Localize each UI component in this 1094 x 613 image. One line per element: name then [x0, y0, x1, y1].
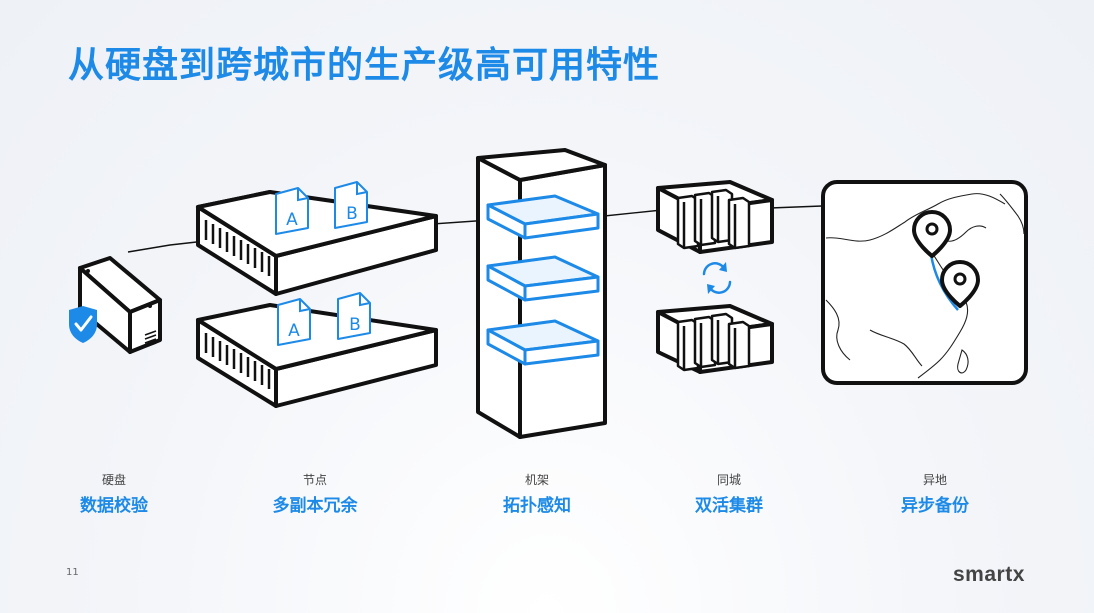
document-a-top-icon: A — [275, 187, 309, 235]
datacenter-bottom-icon — [656, 304, 774, 374]
level-label-rack: 机架 拓扑感知 — [467, 471, 607, 516]
level-feature: 多副本冗余 — [272, 496, 358, 516]
rack-unit-3 — [486, 319, 600, 366]
level-label-disk: 硬盘 数据校验 — [44, 471, 184, 516]
sync-icon — [702, 262, 732, 294]
connector-dc-map — [769, 205, 823, 209]
brand-logo: smartx — [953, 563, 1025, 586]
doc-label-b: B — [349, 315, 361, 335]
level-feature: 双活集群 — [695, 496, 763, 516]
document-a-bottom-icon: A — [277, 298, 311, 346]
doc-label-b: B — [346, 204, 358, 224]
map-frame — [821, 180, 1028, 385]
rack-unit-1 — [486, 194, 600, 240]
level-feature: 异步备份 — [901, 496, 969, 516]
datacenter-top-icon — [656, 180, 774, 254]
level-feature: 拓扑感知 — [503, 496, 571, 516]
node-server-bottom-icon — [196, 303, 438, 408]
level-scope: 硬盘 — [101, 473, 126, 487]
document-b-top-icon: B — [334, 181, 368, 229]
page-number: 11 — [66, 567, 79, 578]
level-scope: 节点 — [302, 473, 327, 487]
level-feature: 数据校验 — [80, 496, 148, 516]
level-scope: 机架 — [524, 473, 549, 487]
rack-unit-2 — [486, 255, 600, 302]
page-title: 从硬盘到跨城市的生产级高可用特性 — [68, 45, 661, 86]
location-pin-south-icon — [940, 260, 980, 308]
document-b-bottom-icon: B — [337, 292, 371, 340]
level-label-same-city: 同城 双活集群 — [659, 471, 799, 516]
doc-label-a: A — [286, 210, 298, 230]
node-server-top-icon — [196, 190, 438, 296]
level-scope: 异地 — [922, 473, 947, 487]
level-label-remote: 异地 异步备份 — [865, 471, 1005, 516]
level-scope: 同城 — [716, 473, 741, 487]
doc-label-a: A — [288, 321, 300, 341]
shield-check-icon — [69, 306, 97, 343]
disk-icon — [78, 256, 162, 354]
level-label-node: 节点 多副本冗余 — [245, 471, 385, 516]
rack-icon — [476, 148, 607, 439]
location-pin-north-icon — [912, 210, 952, 258]
